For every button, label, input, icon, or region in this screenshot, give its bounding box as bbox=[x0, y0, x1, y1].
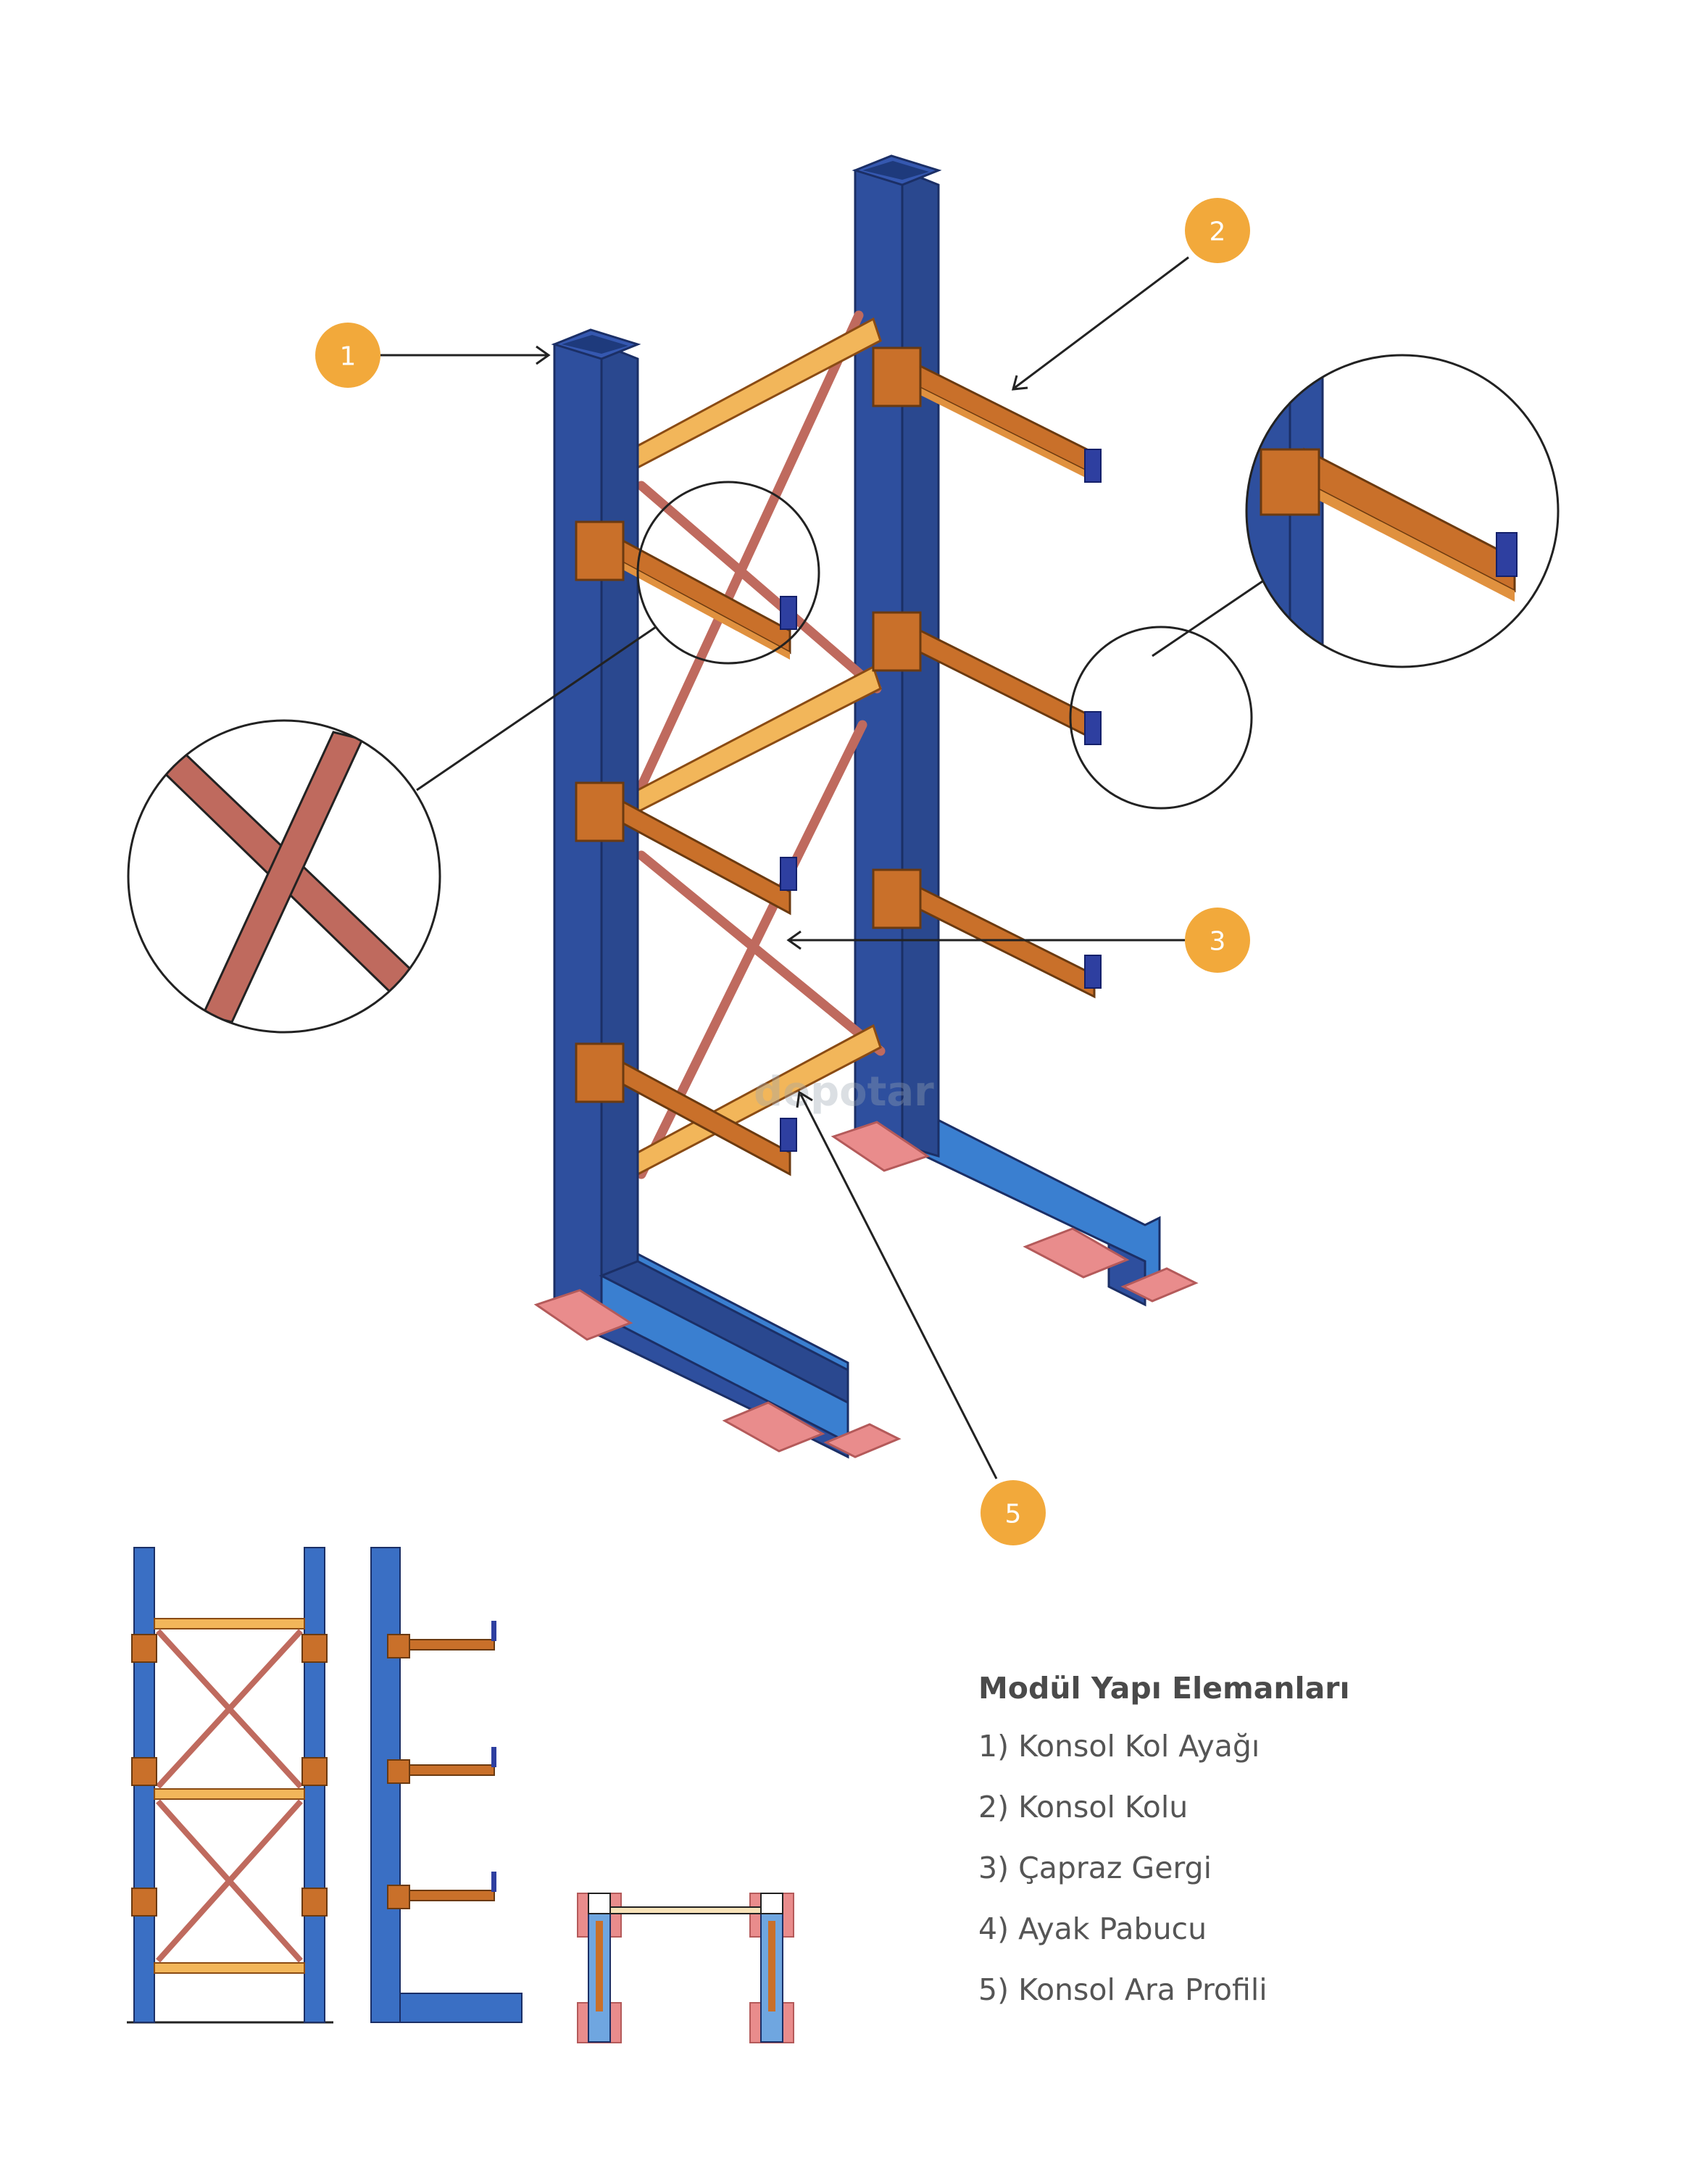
rear-arm-second bbox=[872, 611, 1102, 745]
front-foot-plates bbox=[533, 1289, 902, 1458]
watermark: depotar bbox=[754, 1068, 934, 1116]
callout-1: 1 bbox=[315, 323, 551, 388]
callout-3: 3 bbox=[786, 908, 1250, 973]
rear-arm-third bbox=[872, 868, 1102, 999]
main-rack-illustration: depotar bbox=[533, 154, 1199, 1459]
callout-badge-5 bbox=[981, 1480, 1046, 1545]
cross-bracing bbox=[636, 310, 886, 1179]
front-column bbox=[551, 328, 849, 1459]
front-arm-second bbox=[575, 781, 797, 915]
legend-item-1: 1) Konsol Kol Ayağı bbox=[978, 1729, 1260, 1764]
legend-title: Modül Yapı Elemanları bbox=[978, 1671, 1350, 1706]
detail-circle-bracing bbox=[127, 481, 820, 1034]
front-arms bbox=[575, 520, 797, 1176]
rear-arm-top bbox=[872, 346, 1102, 483]
front-arm-third bbox=[575, 1042, 797, 1176]
legend-item-2: 2) Konsol Kolu bbox=[978, 1790, 1189, 1824]
callout-number-3: 3 bbox=[1210, 927, 1226, 957]
legend-panel: Modül Yapı Elemanları 1) Konsol Kol Ayağ… bbox=[978, 1671, 1631, 2032]
callout-badge-2 bbox=[1185, 198, 1250, 263]
plan-view bbox=[577, 1893, 794, 2043]
rear-column bbox=[852, 154, 1161, 1307]
callout-badge-3 bbox=[1185, 908, 1250, 973]
front-arm-top bbox=[575, 520, 797, 660]
side-elevation-view bbox=[370, 1547, 523, 2023]
detail-circle-arm bbox=[1069, 354, 1560, 810]
callout-2: 2 bbox=[1011, 198, 1250, 391]
legend-item-5: 5) Konsol Ara Profili bbox=[978, 1972, 1268, 2007]
legend-item-4: 4) Ayak Pabucu bbox=[978, 1911, 1207, 1946]
rear-arms bbox=[872, 346, 1102, 999]
callout-5: 5 bbox=[796, 1090, 1046, 1545]
arm-zoom-circle bbox=[1245, 354, 1560, 668]
bracing-zoom-circle bbox=[127, 719, 441, 1034]
legend-item-3: 3) Çapraz Gergi bbox=[978, 1851, 1212, 1885]
callout-number-1: 1 bbox=[340, 342, 357, 372]
rear-foot-plates bbox=[831, 1121, 1199, 1303]
callout-badge-1 bbox=[315, 323, 380, 388]
front-elevation-view bbox=[127, 1547, 333, 2024]
callouts: 1 2 3 5 bbox=[315, 198, 1250, 1545]
callout-number-2: 2 bbox=[1210, 217, 1226, 247]
connecting-beams bbox=[636, 317, 882, 1176]
callout-number-5: 5 bbox=[1005, 1500, 1022, 1529]
